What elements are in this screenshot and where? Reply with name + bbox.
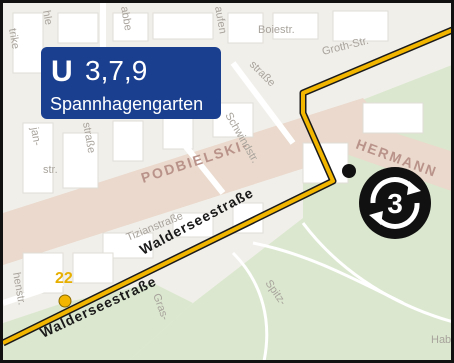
street-label-boie: Boiestr. [258,24,295,36]
map-canvas[interactable]: Boiestr. Groth-Str. straße PODBIELSKI- S… [3,3,454,363]
station-dot-icon[interactable] [342,164,356,178]
podbielski-road [3,98,398,265]
park-paths [231,222,451,360]
poi-number-label: 22 [55,270,73,287]
street-label-jan: jan- [28,125,43,146]
street-label-henstr: henstr. [10,271,28,306]
street-label-habe: Habe [431,334,454,346]
park-area-south [3,283,193,360]
ubahn-u-icon: U [51,55,73,88]
ubahn-lines: 3,7,9 [85,55,148,86]
tram-line-number: 3 [387,188,403,219]
building-blocks [12,10,424,294]
street-label-str-left: str. [43,164,58,176]
street-label-aufen: aufen [212,5,229,34]
street-label-abbe: abbe [118,5,134,31]
poi-marker-icon[interactable] [58,294,72,308]
street-label-trike: trike [6,27,21,50]
tram-route-line-fill [3,28,451,345]
ubahn-station-box[interactable]: U 3,7,9 Spannhagengarten [41,47,221,119]
street-label-hle: hle [40,9,54,26]
ubahn-station-name: Spannhagengarten [50,94,204,114]
tram-line-icon[interactable]: 3 [355,163,435,243]
street-label-strasse-left: straße [80,121,97,154]
